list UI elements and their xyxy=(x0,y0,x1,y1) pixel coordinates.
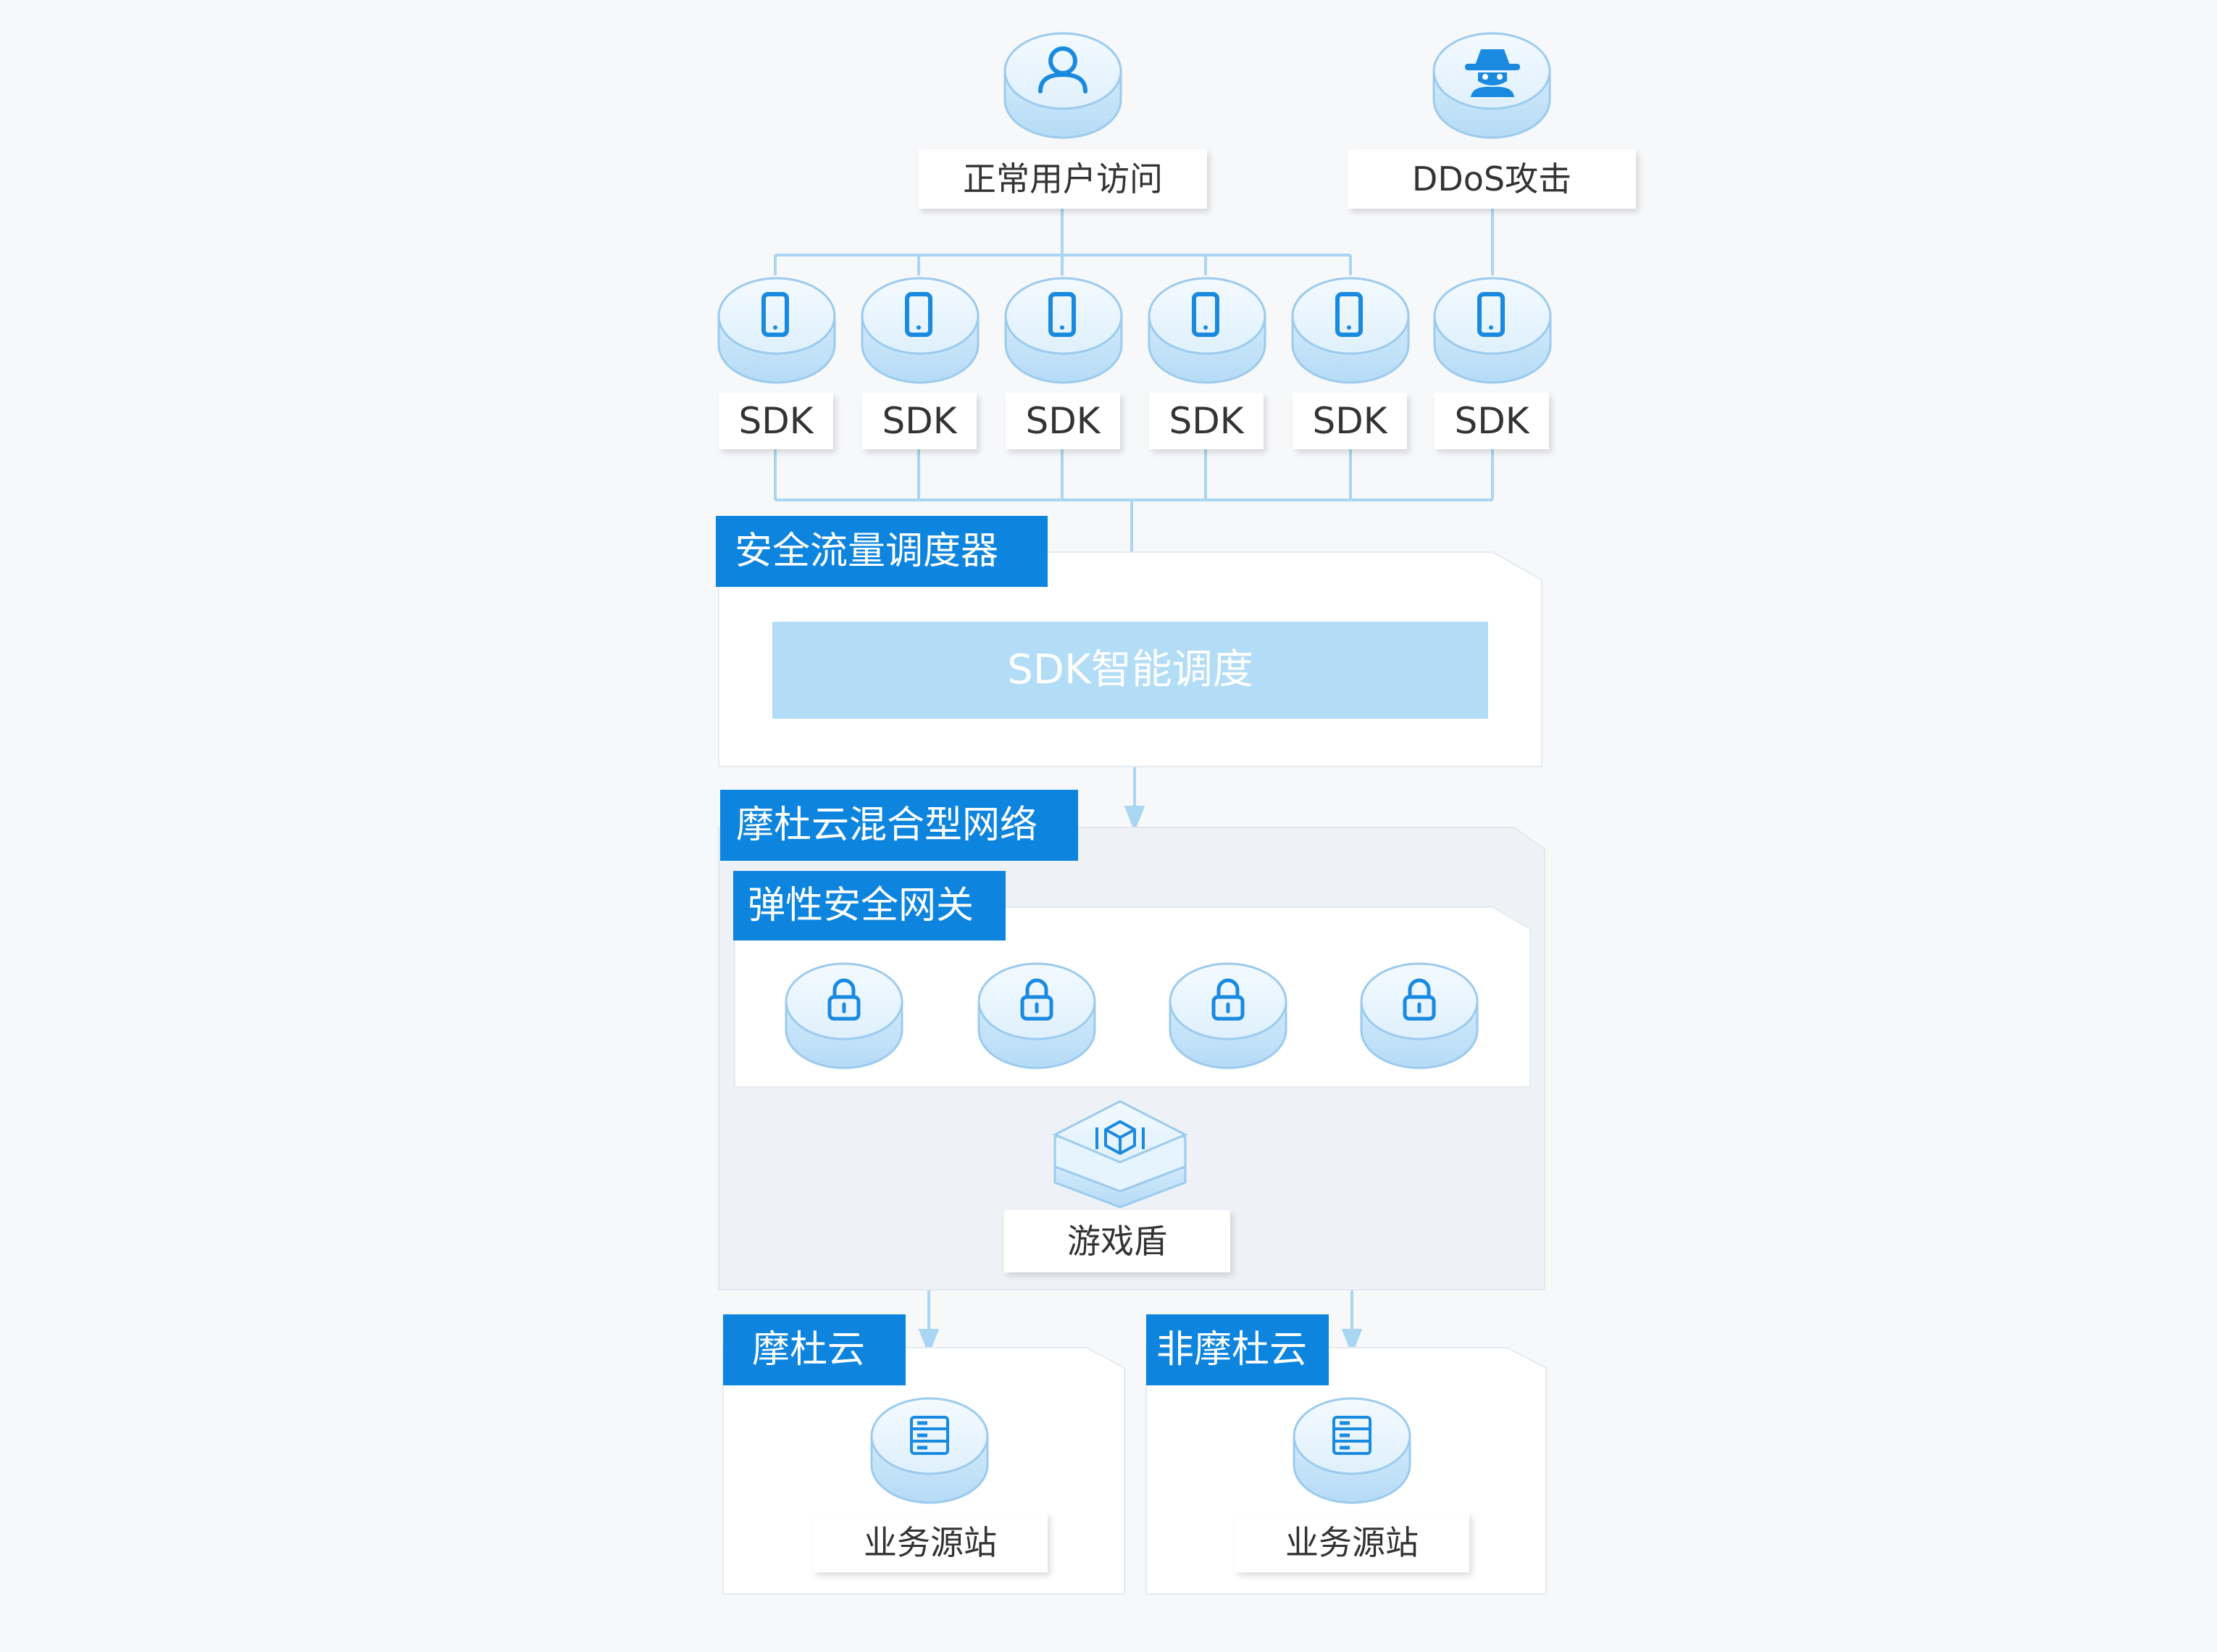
origin-node-modu xyxy=(870,1397,989,1504)
network-title: 摩杜云混合型网络 xyxy=(720,790,1078,861)
gateway-node xyxy=(1360,962,1479,1069)
server-icon xyxy=(1332,1416,1371,1455)
game-shield-node xyxy=(1052,1100,1188,1209)
sdk-label: SDK xyxy=(862,393,977,449)
sdk-node xyxy=(1004,277,1123,384)
modu-cloud-title: 摩杜云 xyxy=(723,1314,906,1385)
sdk-node xyxy=(1433,277,1552,384)
sdk-node xyxy=(717,277,836,384)
origin-label-non-modu: 业务源站 xyxy=(1235,1513,1469,1572)
connector-user-drops xyxy=(774,255,1352,275)
sdk-node xyxy=(1291,277,1410,384)
phone-icon xyxy=(1335,292,1363,337)
connector-sdk-bottom-bus xyxy=(774,449,1494,501)
sdk-label: SDK xyxy=(1149,393,1264,449)
sdk-smart-scheduling: SDK智能调度 xyxy=(772,622,1488,719)
sdk-label: SDK xyxy=(1006,393,1120,449)
phone-icon xyxy=(905,292,932,337)
gateway-node xyxy=(977,962,1096,1069)
lock-icon xyxy=(1020,978,1053,1021)
origin-label-modu: 业务源站 xyxy=(813,1513,1048,1572)
source-label-ddos: DDoS攻击 xyxy=(1348,149,1636,209)
lock-icon xyxy=(827,978,861,1021)
game-shield-label: 游戏盾 xyxy=(1004,1210,1230,1272)
gateway-node xyxy=(785,962,903,1069)
sdk-label: SDK xyxy=(1293,393,1407,449)
phone-icon xyxy=(1048,292,1076,337)
phone-icon xyxy=(1192,292,1219,337)
server-icon xyxy=(910,1416,949,1455)
origin-node-non-modu xyxy=(1293,1397,1411,1504)
sdk-node xyxy=(861,277,980,384)
cube-icon xyxy=(1095,1120,1145,1155)
lock-icon xyxy=(1211,978,1245,1021)
source-node-ddos xyxy=(1432,32,1551,139)
non-modu-cloud-title: 非摩杜云 xyxy=(1146,1314,1329,1385)
lock-icon xyxy=(1403,978,1436,1021)
hacker-icon xyxy=(1465,49,1520,97)
source-label-normal: 正常用户访问 xyxy=(919,149,1207,209)
source-node-normal xyxy=(1003,32,1122,139)
connectors xyxy=(774,209,1494,1355)
phone-icon xyxy=(761,292,789,337)
gateway-panel xyxy=(734,906,1531,1088)
scheduler-title: 安全流量调度器 xyxy=(716,516,1048,587)
sdk-label: SDK xyxy=(1435,393,1549,449)
gateway-title: 弹性安全网关 xyxy=(733,871,1006,940)
sdk-label: SDK xyxy=(719,393,833,449)
user-icon xyxy=(1038,46,1087,93)
sdk-node xyxy=(1148,277,1266,384)
gateway-node xyxy=(1169,962,1287,1069)
phone-icon xyxy=(1477,292,1505,337)
